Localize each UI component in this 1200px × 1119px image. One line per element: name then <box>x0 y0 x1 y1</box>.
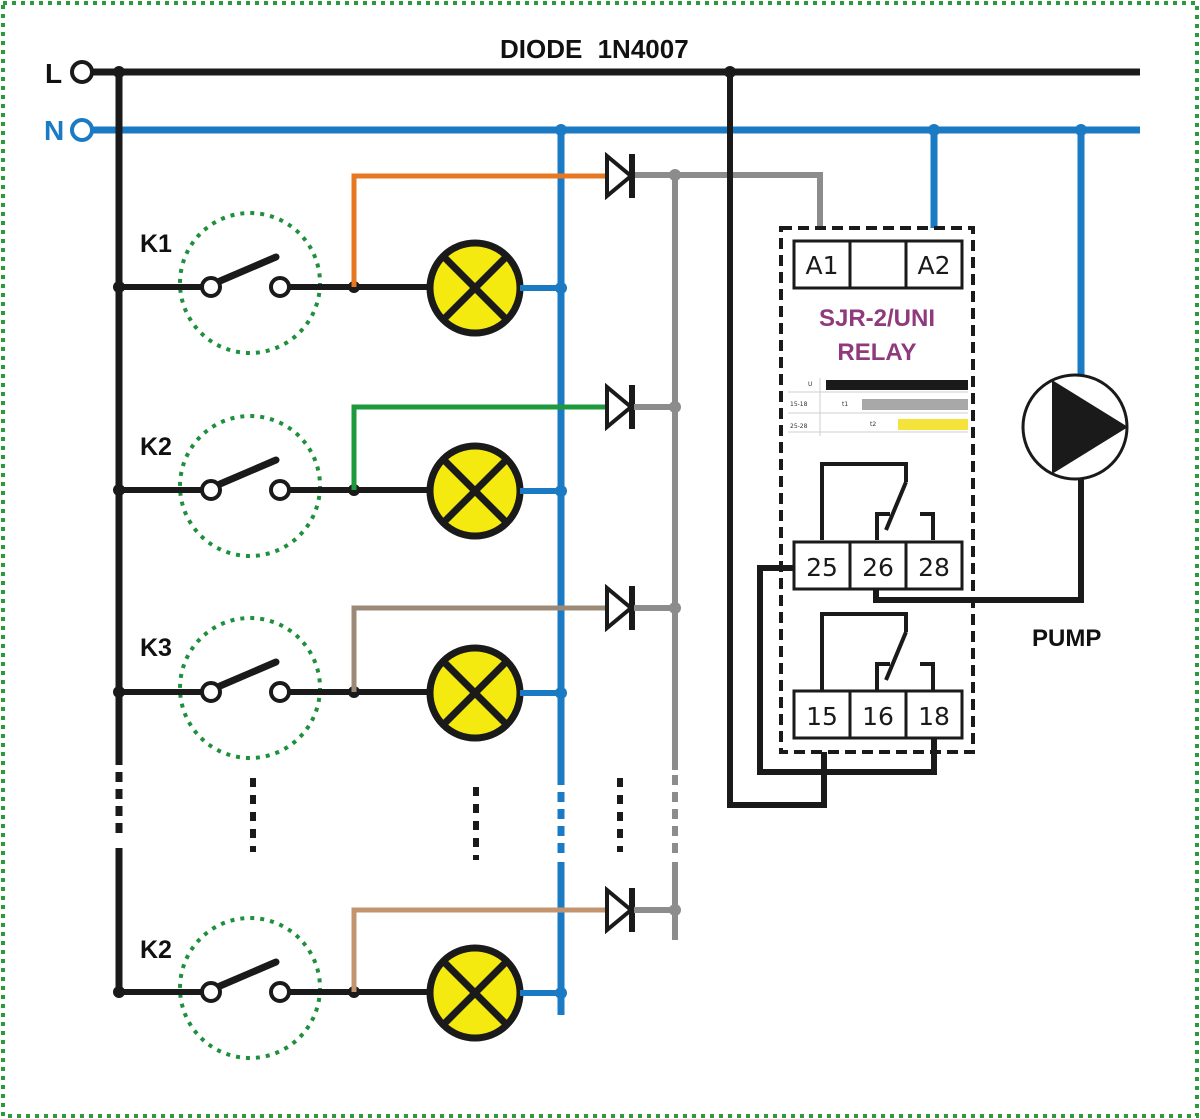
relay-name: SJR-2/UNI <box>819 305 935 332</box>
switch-label: K2 <box>140 936 172 964</box>
pump-label: PUMP <box>1032 625 1101 652</box>
terminal-a2 <box>904 239 964 290</box>
timing-bar-25-28 <box>898 419 968 430</box>
lamp-cross <box>442 960 508 1026</box>
junction-dot <box>928 124 940 136</box>
diode-feed-wire <box>351 173 607 287</box>
n-terminal <box>70 118 94 142</box>
terminal-25-label: 25 <box>806 553 838 582</box>
lamp-cross <box>442 660 508 726</box>
contact-symbol-lower <box>820 612 935 690</box>
continuation-dots <box>250 778 623 860</box>
junction-dot <box>1075 124 1087 136</box>
junction-dot <box>113 986 125 998</box>
junction-dot <box>555 124 567 136</box>
junction-dot <box>669 169 681 181</box>
junction-dot <box>555 987 567 999</box>
diode-symbol <box>605 382 635 432</box>
switch-contact <box>269 681 291 703</box>
diode-bus <box>630 172 823 940</box>
timing-bar-u <box>826 380 968 390</box>
relay-type: RELAY <box>837 339 916 366</box>
junction-dot <box>113 484 125 496</box>
switch-contact <box>200 981 222 1003</box>
timing-row-15-18: 15-18 <box>790 401 808 408</box>
switch-contact <box>269 479 291 501</box>
junction-dot <box>669 904 681 916</box>
terminal-18 <box>904 689 964 740</box>
junction-dot <box>555 687 567 699</box>
switch-label: K2 <box>140 433 172 461</box>
timing-t1: t1 <box>842 401 848 408</box>
switch-branch: K2 <box>113 382 681 558</box>
junction-dot <box>113 281 125 293</box>
diode-title: DIODE 1N4007 <box>500 34 689 64</box>
junction-dot <box>555 282 567 294</box>
switch-branch: K1 <box>113 151 635 355</box>
relay-housing <box>779 226 975 754</box>
switch-label: K3 <box>140 634 172 662</box>
switch-contact <box>200 479 222 501</box>
lamp-cross <box>442 458 508 524</box>
diode-symbol <box>605 151 635 201</box>
terminal-28 <box>904 540 964 591</box>
terminal-15-label: 15 <box>806 702 838 731</box>
diode-symbol <box>605 583 635 633</box>
n-label: N <box>44 115 64 146</box>
junction-dot <box>669 401 681 413</box>
timing-t2: t2 <box>870 421 876 428</box>
timing-bar-15-18 <box>862 399 968 410</box>
switch-lever <box>216 958 280 990</box>
junction-dot <box>669 602 681 614</box>
pump-arrow <box>1052 380 1128 474</box>
lamp-cross <box>442 255 508 321</box>
junction-dot <box>113 66 125 78</box>
relay-output-wires <box>757 478 1084 775</box>
diode-title-word: DIODE <box>500 34 582 64</box>
switch-contact <box>200 681 222 703</box>
timing-row-u: U <box>808 381 812 388</box>
switch-branch: K3 <box>113 583 681 760</box>
switch-contact <box>269 276 291 298</box>
terminal-16-label: 16 <box>862 702 894 731</box>
diode-feed-wire <box>351 907 607 992</box>
switch-lever <box>216 658 280 690</box>
diode-feed-wire <box>351 605 607 692</box>
neutral-drops <box>930 130 1085 378</box>
switch-outline <box>178 916 322 1060</box>
switch-outline <box>178 414 322 558</box>
junction-dot <box>724 66 736 78</box>
l-terminal <box>70 60 94 84</box>
switch-label: K1 <box>140 230 172 258</box>
l-label: L <box>45 58 62 89</box>
timing-row-25-28: 25-28 <box>790 423 808 430</box>
switch-outline <box>178 211 322 355</box>
neutral-line-n: N <box>44 115 1140 146</box>
switch-lever <box>216 456 280 488</box>
switch-branch: K2 <box>113 885 681 1060</box>
timing-chart: U 15-18 25-28 t1 t2 <box>788 378 968 436</box>
junction-dot <box>113 686 125 698</box>
diode-symbol <box>605 885 635 935</box>
switch-contact <box>269 981 291 1003</box>
diode-feed-wire <box>351 404 607 490</box>
junction-dot <box>555 485 567 497</box>
terminal-18-label: 18 <box>918 702 950 731</box>
switch-lever <box>216 253 280 285</box>
phase-line-l: L <box>45 58 1140 89</box>
relay-module: A1 A2 SJR-2/UNI RELAY U 15-18 25-28 t1 t… <box>779 226 975 754</box>
terminal-28-label: 28 <box>918 553 950 582</box>
pump-symbol <box>1021 373 1129 481</box>
terminal-a1-label: A1 <box>805 251 838 280</box>
switch-contact <box>200 276 222 298</box>
contact-symbol-upper <box>820 462 935 540</box>
diode-title-part: 1N4007 <box>598 34 689 64</box>
terminal-a2-label: A2 <box>917 251 950 280</box>
terminal-16 <box>848 689 908 740</box>
terminal-blank <box>848 239 908 290</box>
switch-outline <box>178 616 322 760</box>
terminal-26-label: 26 <box>862 553 894 582</box>
